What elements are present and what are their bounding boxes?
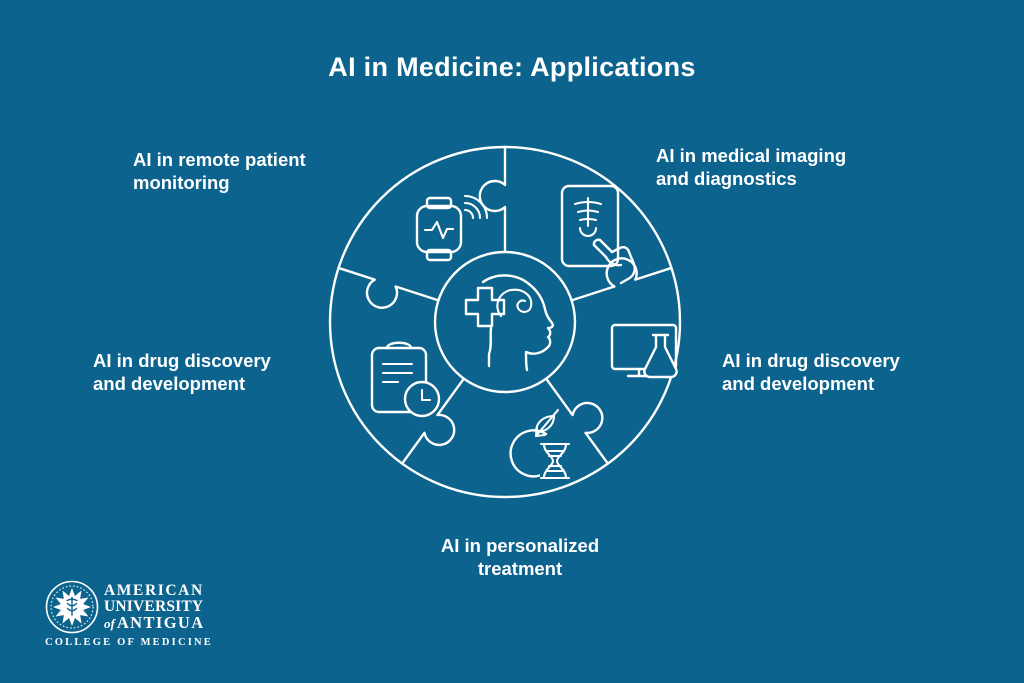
callout-line: monitoring [133, 172, 230, 194]
puzzle-divider [544, 377, 610, 465]
callout-line: AI in drug discovery [722, 350, 900, 371]
puzzle-divider [478, 145, 507, 254]
callout-medical-imaging: AI in medical imaging and diagnostics [656, 144, 846, 191]
callout-line: AI in personalized [440, 535, 600, 556]
callout-line: AI in drug discovery [93, 350, 271, 371]
logo-tagline: COLLEGE OF MEDICINE [45, 637, 214, 648]
puzzle-divider [337, 266, 440, 309]
monitor-flask-icon [610, 323, 678, 379]
apple-dna-icon [509, 408, 571, 480]
clipboard-clock-icon [370, 341, 441, 418]
page-title: AI in Medicine: Applications [328, 52, 696, 82]
logo-name-line: UNIVERSITY [104, 598, 204, 615]
callout-line: AI in medical imaging [656, 145, 847, 166]
callout-line: AI in remote patient [133, 149, 306, 170]
logo-name-line: AMERICAN [104, 582, 204, 599]
callout-drug-discovery-left: AI in drug discovery and development [93, 349, 271, 396]
university-seal-icon [45, 580, 99, 634]
puzzle-dividers [337, 145, 673, 465]
callout-line: and development [722, 373, 875, 395]
callout-remote-monitoring: AI in remote patient monitoring [133, 148, 306, 195]
callout-line: and diagnostics [656, 168, 797, 190]
xray-tablet-hand-icon [560, 184, 636, 285]
callout-line: treatment [477, 558, 563, 580]
center-circle [433, 250, 577, 394]
callout-line: and development [93, 373, 246, 395]
head-brain-medical-cross-icon [464, 274, 554, 372]
puzzle-divider [400, 377, 466, 465]
caduceus-icon [66, 597, 78, 616]
callout-drug-discovery-right: AI in drug discovery and development [722, 349, 900, 396]
callout-personalized-treatment: AI in personalized treatment [392, 534, 648, 581]
smartwatch-vitals-icon [415, 194, 489, 262]
